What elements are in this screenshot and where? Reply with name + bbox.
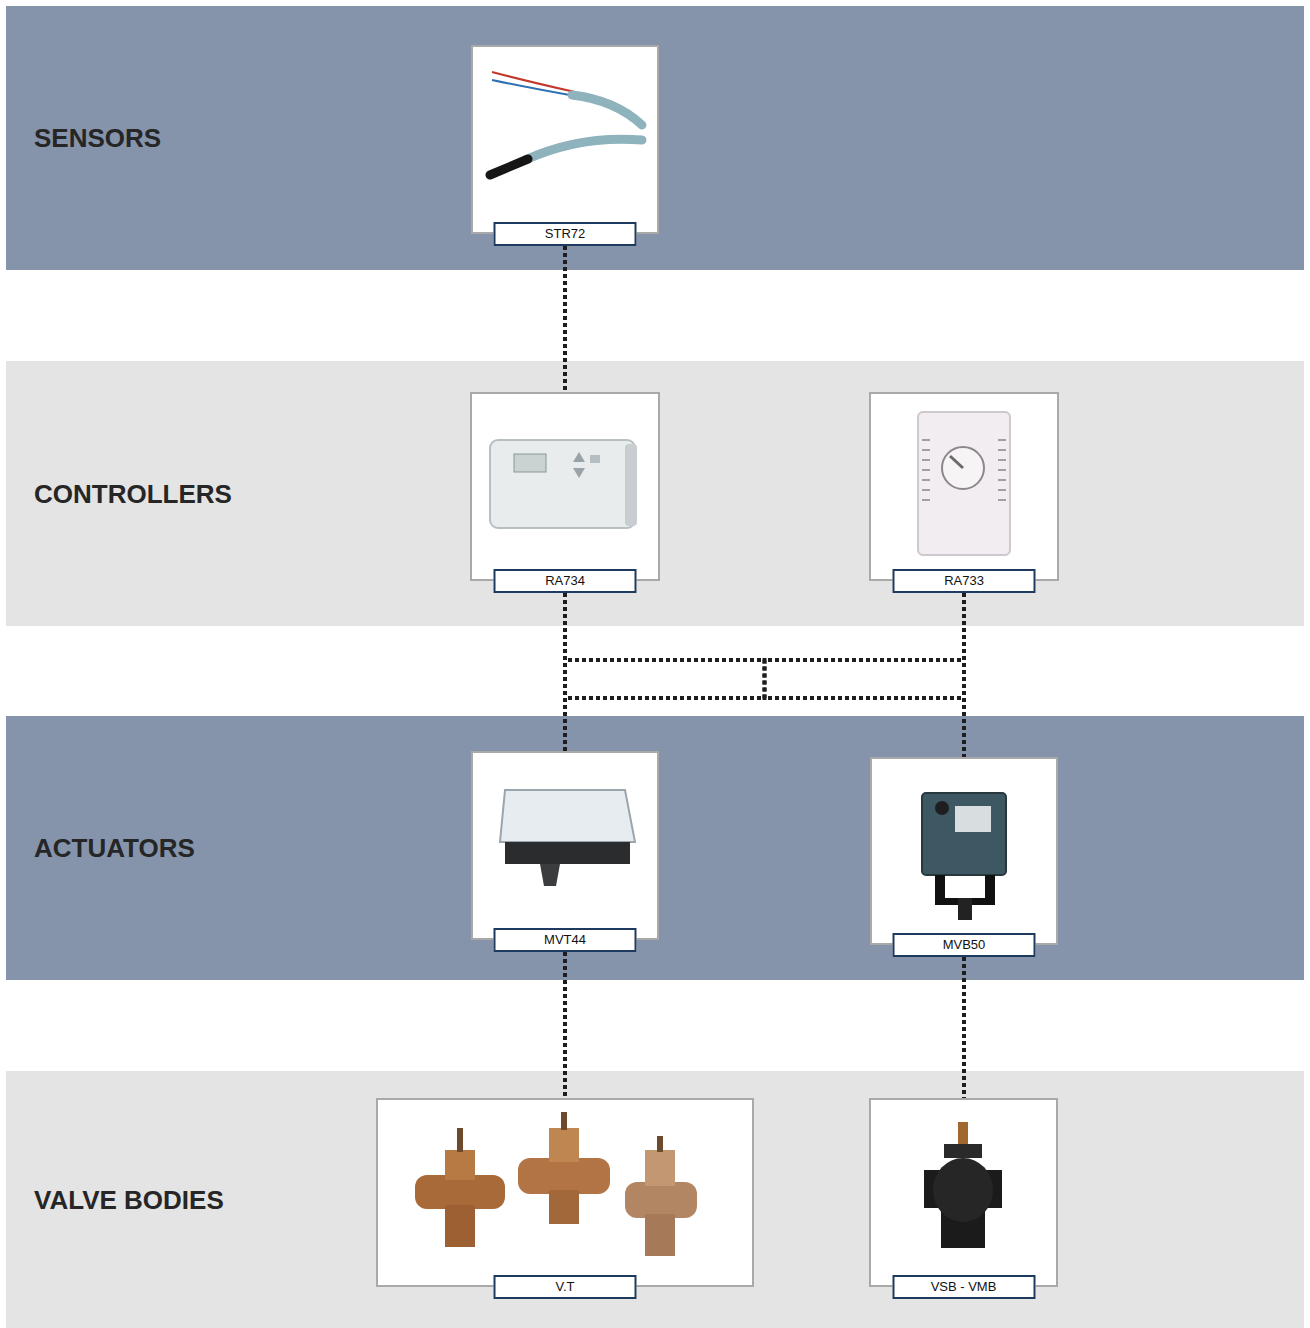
product-code-tab: MVT44 bbox=[494, 928, 637, 952]
valve-bulge bbox=[933, 1158, 993, 1222]
product-card: RA733 bbox=[869, 392, 1059, 581]
dial-pointer bbox=[950, 456, 963, 468]
clear-cover bbox=[500, 790, 635, 842]
button bbox=[573, 452, 585, 478]
card-fill bbox=[869, 392, 1059, 581]
card-fill bbox=[471, 751, 659, 940]
valve-port bbox=[645, 1214, 675, 1256]
card-fills bbox=[376, 45, 1059, 1287]
black-valve-picture bbox=[924, 1122, 1002, 1248]
valve-body bbox=[625, 1182, 697, 1218]
digital-thermostat-picture bbox=[490, 440, 637, 528]
category-band: CONTROLLERSRA734RA733 bbox=[6, 361, 1304, 626]
category-label: SENSORS bbox=[34, 123, 161, 154]
housing bbox=[490, 440, 635, 528]
dotted-connector bbox=[565, 593, 964, 751]
base bbox=[505, 842, 630, 864]
valve-neck bbox=[445, 1150, 475, 1180]
dotted-connector bbox=[962, 957, 966, 1098]
category-band: ACTUATORSMVT44MVB50 bbox=[6, 716, 1304, 980]
valve-neck bbox=[645, 1150, 675, 1186]
product-code-tab: RA734 bbox=[494, 569, 637, 593]
display bbox=[514, 454, 546, 472]
cable bbox=[572, 95, 642, 125]
housing bbox=[918, 412, 1010, 555]
dotted-connector bbox=[563, 246, 567, 392]
dotted-connector bbox=[565, 593, 964, 757]
vents bbox=[922, 440, 1006, 500]
button bbox=[590, 455, 600, 463]
category-band: SENSORS STR72 bbox=[6, 6, 1304, 270]
cable bbox=[525, 139, 642, 160]
product-card: VSB - VMB bbox=[869, 1098, 1058, 1287]
category-label: CONTROLLERS bbox=[34, 478, 232, 509]
category-label: ACTUATORS bbox=[34, 833, 195, 864]
band-fill bbox=[6, 716, 1304, 980]
category-band: VALVE BODIES V.T VSB - VMB bbox=[6, 1071, 1304, 1328]
dotted-connector bbox=[962, 593, 966, 757]
card-fill bbox=[376, 1098, 754, 1287]
electric-actuator-picture bbox=[922, 793, 1006, 920]
dial-thermostat-picture bbox=[918, 412, 1010, 555]
valve-body bbox=[518, 1158, 610, 1194]
card-fill bbox=[470, 392, 660, 581]
product-code-tab: VSB - VMB bbox=[892, 1275, 1035, 1299]
thermal-actuator-picture bbox=[500, 790, 635, 886]
wire bbox=[492, 80, 575, 96]
valve bbox=[625, 1136, 697, 1256]
coupling bbox=[958, 898, 972, 920]
valve-stem bbox=[457, 1128, 463, 1152]
housing-side bbox=[625, 444, 637, 526]
category-label: VALVE BODIES bbox=[34, 1184, 224, 1215]
valve-port bbox=[549, 1190, 579, 1224]
valve-neck bbox=[549, 1128, 579, 1162]
product-code-tab: V.T bbox=[494, 1275, 637, 1299]
valve-body bbox=[415, 1175, 505, 1209]
band-fills bbox=[6, 6, 1304, 1328]
product-code-tab: RA733 bbox=[893, 569, 1036, 593]
stem bbox=[540, 864, 560, 886]
knob bbox=[935, 801, 949, 815]
product-card: STR72 bbox=[471, 45, 659, 234]
valve-port bbox=[445, 1205, 475, 1247]
valve-bonnet bbox=[944, 1144, 982, 1158]
valve-stem bbox=[657, 1136, 663, 1152]
product-card: MVT44 bbox=[471, 751, 659, 940]
product-code-tab: STR72 bbox=[494, 222, 637, 246]
sensor-tip bbox=[490, 159, 528, 175]
band-fill bbox=[6, 6, 1304, 270]
band-fill bbox=[6, 361, 1304, 626]
valve bbox=[415, 1128, 505, 1247]
valve bbox=[518, 1112, 610, 1224]
product-card: RA734 bbox=[470, 392, 660, 581]
card-fill bbox=[870, 757, 1058, 945]
housing bbox=[922, 793, 1006, 875]
card-fill bbox=[869, 1098, 1058, 1287]
band-fill bbox=[6, 1071, 1304, 1328]
card-fill bbox=[471, 45, 659, 234]
plate bbox=[955, 806, 991, 832]
dotted-connector bbox=[563, 952, 567, 1098]
product-card: MVB50 bbox=[870, 757, 1058, 945]
product-card: V.T bbox=[376, 1098, 754, 1287]
dial bbox=[942, 447, 984, 489]
sensor-cable-picture bbox=[490, 72, 642, 175]
valve-stem bbox=[561, 1112, 567, 1130]
bronze-valves-picture bbox=[415, 1112, 697, 1256]
product-code-tab: MVB50 bbox=[893, 933, 1036, 957]
